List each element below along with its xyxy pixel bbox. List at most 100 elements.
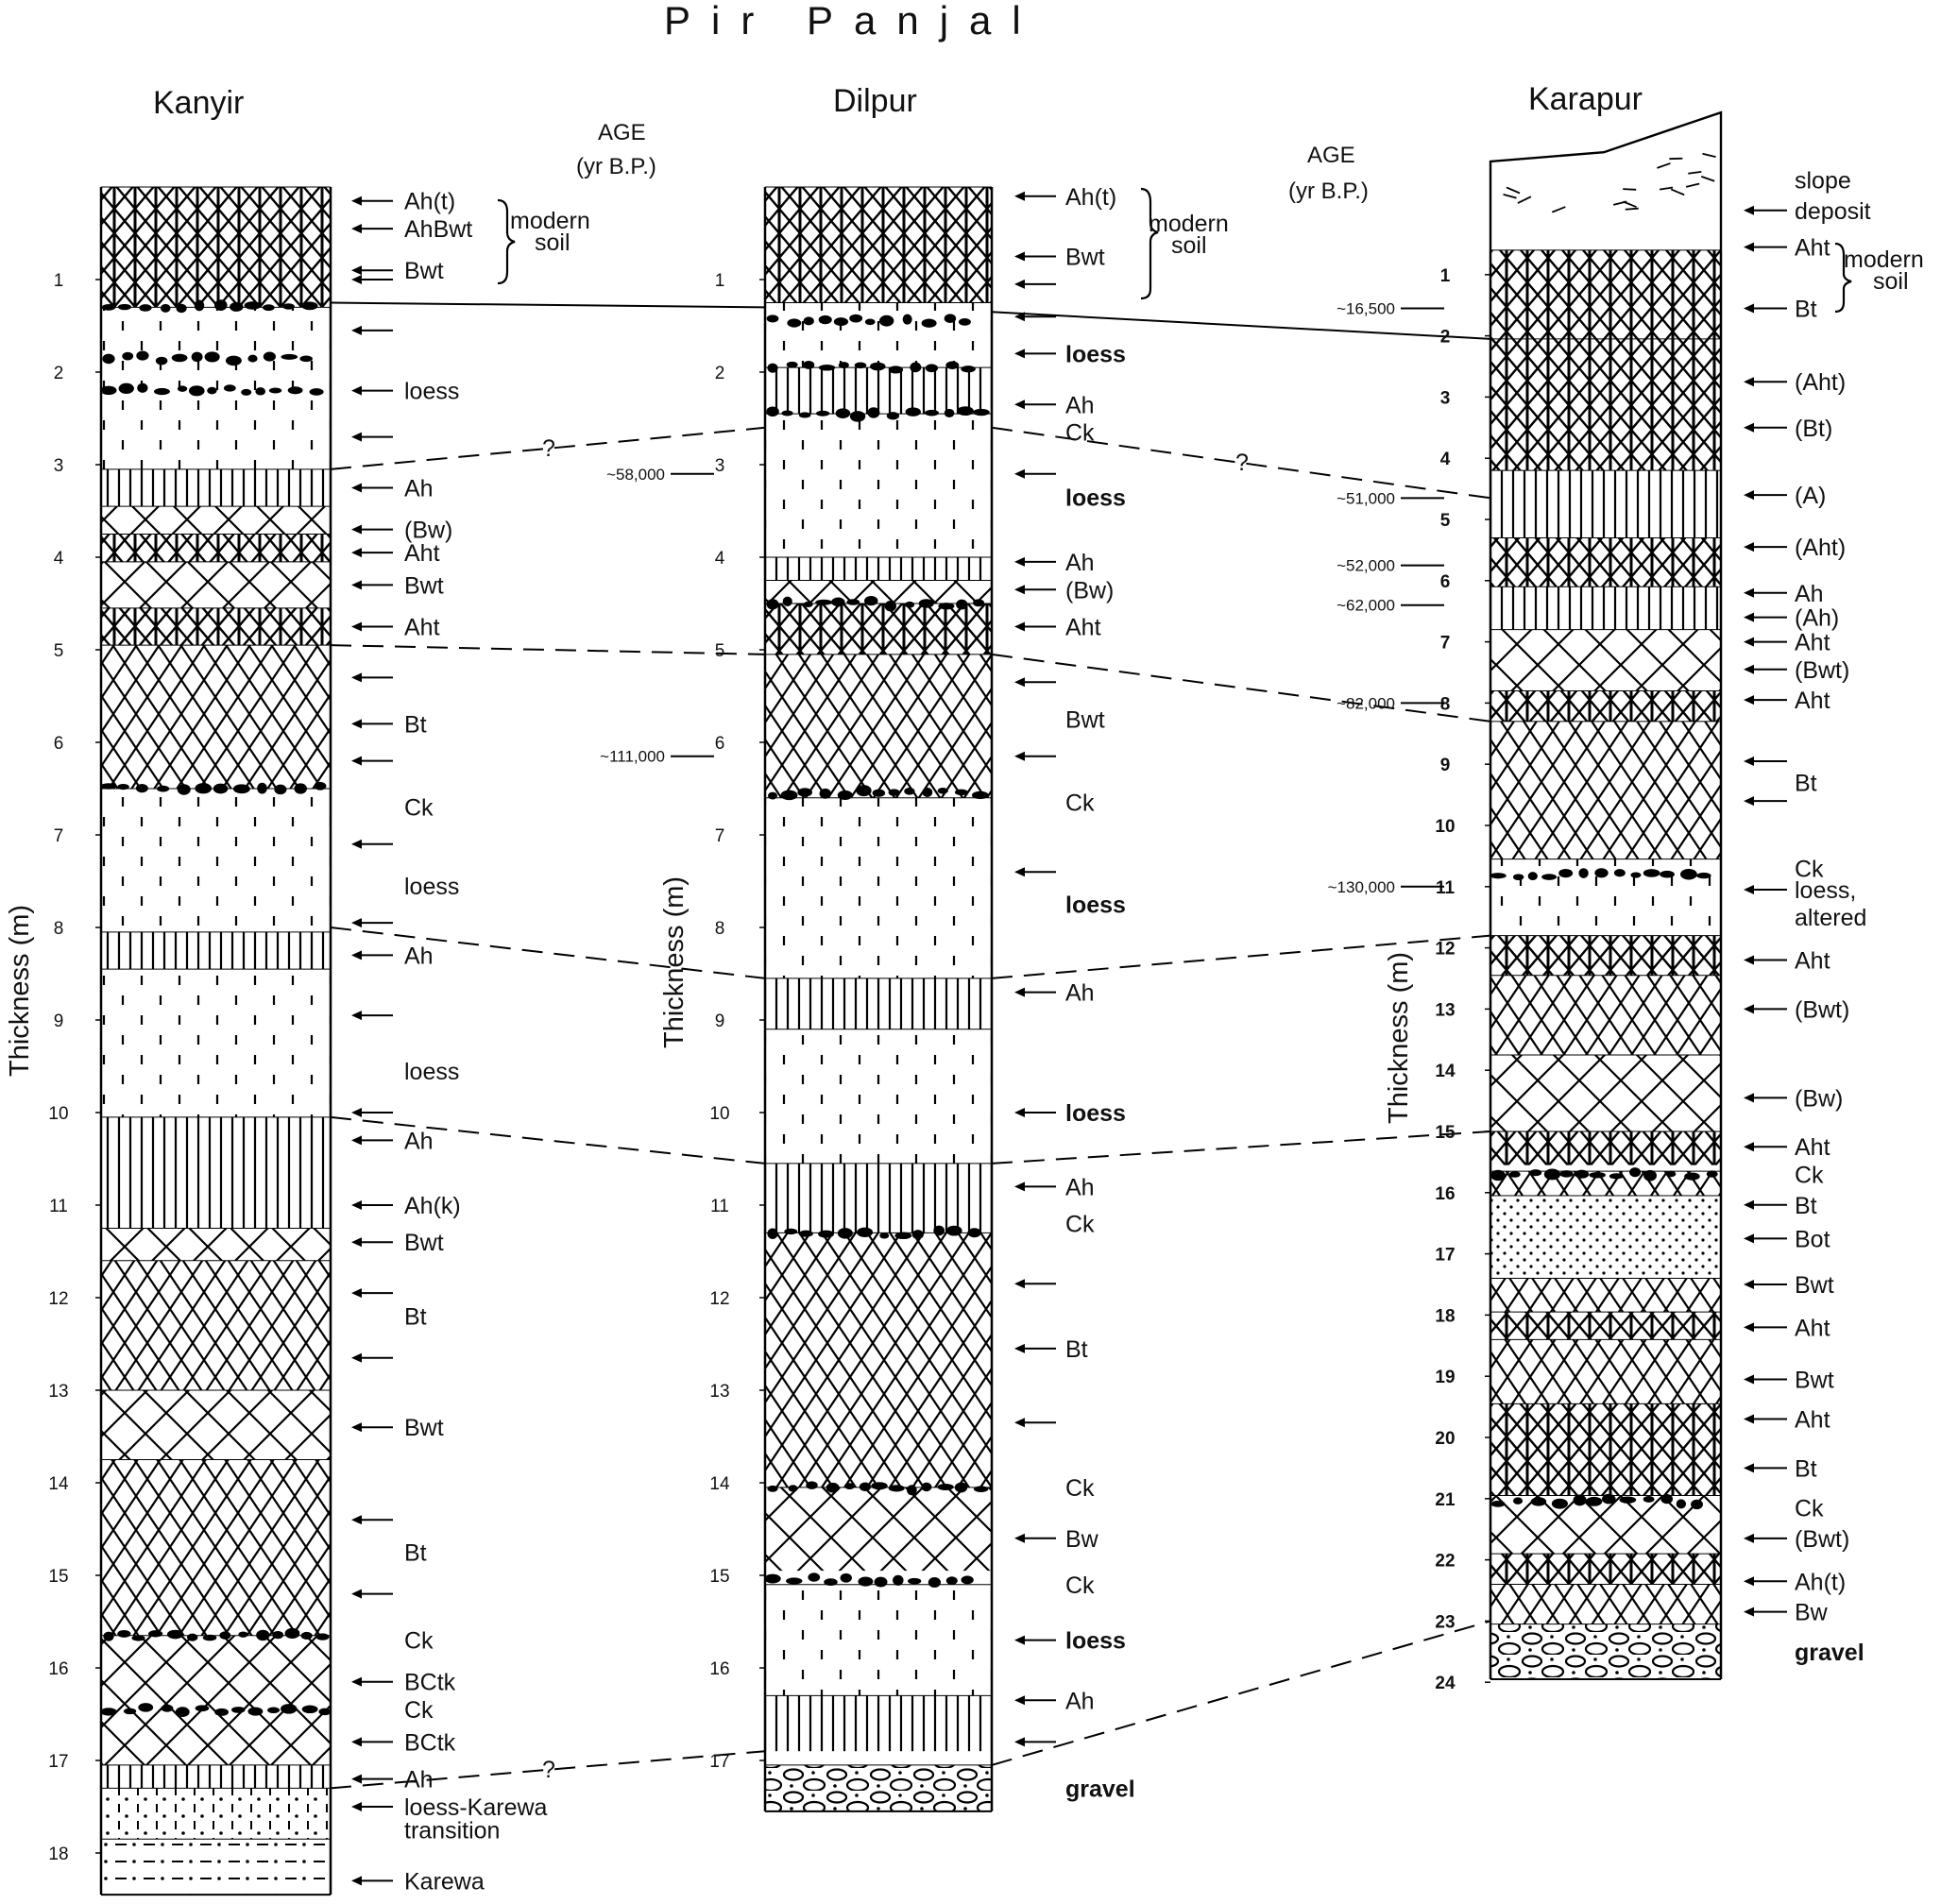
depth-tick-label: 13	[709, 1382, 729, 1402]
calcic-nodule	[922, 318, 937, 327]
calcic-nodule	[1531, 1497, 1547, 1505]
layer-xx	[101, 562, 331, 608]
depth-tick-label: 20	[1435, 1429, 1455, 1449]
horizon-label-text: slope	[1795, 167, 1851, 194]
correlation-line	[992, 936, 1490, 978]
calcic-nodule	[1541, 874, 1557, 880]
horizon-arrow-head	[1744, 885, 1754, 894]
horizon-arrow-head	[351, 840, 362, 849]
calcic-nodule	[816, 411, 829, 416]
calcic-nodule	[959, 318, 971, 326]
horizon-label-text: AhBwt	[404, 216, 472, 243]
calcic-nodule	[1666, 1171, 1677, 1178]
age-marker: ~111,000	[600, 748, 714, 766]
calcic-nodule	[205, 351, 220, 362]
calcic-nodule	[247, 355, 257, 363]
horizon-label-text: Aht	[1795, 235, 1830, 262]
horizon-label: Bt	[1744, 1193, 1817, 1219]
layer-loess	[101, 789, 331, 932]
calcic-nodule	[907, 1485, 917, 1495]
horizon-arrow-head	[1014, 1108, 1025, 1117]
horizon-arrow-head	[351, 326, 362, 335]
layer-gravel	[765, 1765, 992, 1811]
calcic-nodule	[870, 363, 886, 371]
y-axis-label-dilpur: Thickness (m)	[659, 876, 690, 1048]
depth-tick-label: 14	[1435, 1062, 1456, 1081]
layer-x	[101, 1261, 331, 1390]
depth-tick-label: 17	[709, 1752, 729, 1772]
calcic-nodule	[946, 1226, 962, 1236]
depth-tick-label: 5	[54, 641, 64, 661]
horizon-arrow-head	[351, 548, 362, 557]
horizon-label-text: Ah	[1065, 1174, 1095, 1200]
horizon-label-text: BCtk	[404, 1729, 456, 1756]
calcic-nodule	[815, 600, 832, 605]
horizon-arrow-head	[1014, 400, 1025, 409]
calcic-nodule	[1684, 1172, 1700, 1180]
calcic-nodule	[879, 1232, 889, 1239]
depth-tick-label: 10	[709, 1104, 729, 1124]
depth-tick-label: 2	[1440, 328, 1451, 348]
calcic-nodule	[784, 1229, 797, 1234]
horizon-arrow-head	[351, 265, 362, 275]
calcic-nodule	[957, 406, 974, 416]
calcic-nodule	[906, 407, 921, 416]
calcic-nodule	[118, 304, 131, 310]
horizon-arrow-head	[351, 950, 362, 960]
calcic-nodule	[838, 1228, 853, 1238]
calcic-nodule	[122, 352, 133, 361]
depth-tick-label: 19	[1435, 1368, 1455, 1387]
calcic-nodule	[124, 1708, 136, 1715]
calcic-nodule	[1660, 871, 1675, 878]
correlation-line	[331, 1117, 765, 1164]
calcic-nodule	[231, 1707, 246, 1713]
horizon-arrow-head	[351, 580, 362, 589]
horizon-label: Ah(t)	[351, 189, 455, 215]
horizon-label	[1014, 1737, 1056, 1746]
calcic-nodule	[281, 354, 298, 360]
calcic-nodule	[781, 410, 792, 416]
horizon-label-text: (Bwt)	[1795, 1526, 1849, 1553]
horizon-label-text: altered	[1795, 905, 1866, 931]
layer-vert	[765, 1695, 992, 1751]
layer-tx	[1490, 339, 1721, 470]
depth-tick-label: 3	[1440, 388, 1451, 408]
horizon-label-text: Ah	[404, 1128, 434, 1154]
calcic-nodule	[973, 599, 984, 606]
depth-tick-label: 17	[1435, 1246, 1455, 1266]
horizon-label	[351, 672, 393, 682]
horizon-label: Bwt	[351, 1230, 444, 1256]
age-header-line-2: (yr B.P.)	[1288, 178, 1369, 204]
horizon-label-text: loess	[1065, 341, 1126, 367]
horizon-arrow-head	[1744, 956, 1754, 965]
horizon-label-text: Aht	[1795, 688, 1830, 714]
horizon-arrow-head	[351, 719, 362, 728]
figure-title: Pir Panjal	[664, 0, 1042, 42]
calcic-nodule	[281, 1704, 297, 1714]
horizon-label-text: Bt	[1795, 771, 1817, 797]
horizon-label-text: Bt	[404, 1540, 427, 1567]
horizon-label-text: Aht	[404, 615, 440, 641]
section-name-dilpur: Dilpur	[833, 83, 917, 119]
horizon-arrow-head	[1014, 1344, 1025, 1353]
horizon-label	[351, 918, 393, 927]
horizon-label: Ck	[404, 795, 434, 822]
calcic-nodule	[928, 1577, 941, 1588]
calcic-nodule	[912, 1230, 924, 1239]
horizon-label-text: Aht	[1795, 948, 1830, 975]
calcic-nodule	[834, 317, 848, 326]
horizon-label: Ah(t)	[1744, 1569, 1846, 1595]
calcic-nodule	[889, 1485, 905, 1491]
horizon-label	[351, 756, 393, 766]
horizon-label-text: Aht	[1065, 615, 1101, 641]
layer-tx	[101, 608, 331, 645]
horizon-label-text: (Bw)	[1795, 1085, 1843, 1112]
horizon-label-text: Bwt	[404, 258, 444, 284]
horizon-label: Ah	[1014, 1688, 1095, 1714]
age-marker: ~16,500	[1337, 299, 1444, 317]
horizon-label-text: BCtk	[404, 1670, 456, 1696]
depth-tick-label: 21	[1435, 1490, 1456, 1510]
slope-deposit	[1490, 112, 1721, 250]
horizon-label: Ah	[1014, 392, 1095, 418]
